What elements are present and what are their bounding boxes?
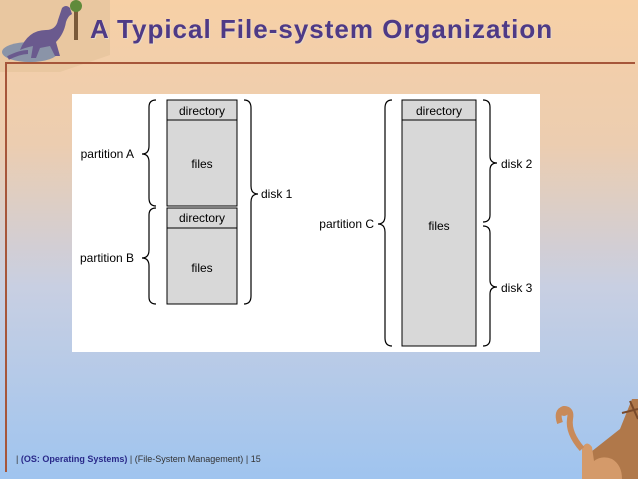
footer-page-number: 15 — [250, 454, 261, 464]
files-label-c: files — [428, 219, 449, 233]
partition-a-brace — [141, 99, 157, 207]
partition-b-label: partition B — [80, 251, 134, 265]
partition-a-label: partition A — [81, 147, 134, 161]
files-block-c — [401, 119, 477, 347]
files-block-b — [166, 227, 238, 305]
footer-separator: | — [129, 454, 133, 464]
partition-c-label: partition C — [319, 217, 374, 231]
files-label-b: files — [191, 261, 212, 275]
directory-label-a: directory — [179, 104, 225, 118]
files-block-a — [166, 119, 238, 207]
directory-label-c: directory — [416, 104, 462, 118]
left-disk-stack: directory files directory files partitio… — [80, 99, 293, 305]
footer-separator: | — [245, 454, 249, 464]
dinosaur-decoration-icon — [555, 399, 638, 479]
disk-3-brace — [482, 225, 498, 347]
footer-separator: | — [16, 454, 19, 464]
directory-label-b: directory — [179, 211, 225, 225]
footer-topic: (File-System Management) — [134, 454, 244, 464]
slide-footer: | (OS: Operating Systems) | (File-System… — [16, 454, 261, 464]
disk-1-brace — [243, 99, 259, 305]
partition-c-brace — [377, 99, 393, 347]
disk-3-label: disk 3 — [501, 281, 533, 295]
footer-course: (OS: Operating Systems) — [20, 454, 128, 464]
slide-title: A Typical File-system Organization — [90, 14, 554, 44]
files-label-a: files — [191, 157, 212, 171]
disk-2-label: disk 2 — [501, 157, 533, 171]
disk-1-label: disk 1 — [261, 187, 293, 201]
right-disk-stack: directory files partition C disk 2 disk … — [319, 99, 533, 347]
file-system-diagram: directory files directory files partitio… — [72, 94, 540, 352]
disk-2-brace — [482, 99, 498, 223]
title-divider — [5, 62, 635, 64]
left-border — [5, 62, 7, 472]
partition-b-brace — [141, 207, 157, 305]
dinosaur-logo-icon — [0, 0, 110, 72]
